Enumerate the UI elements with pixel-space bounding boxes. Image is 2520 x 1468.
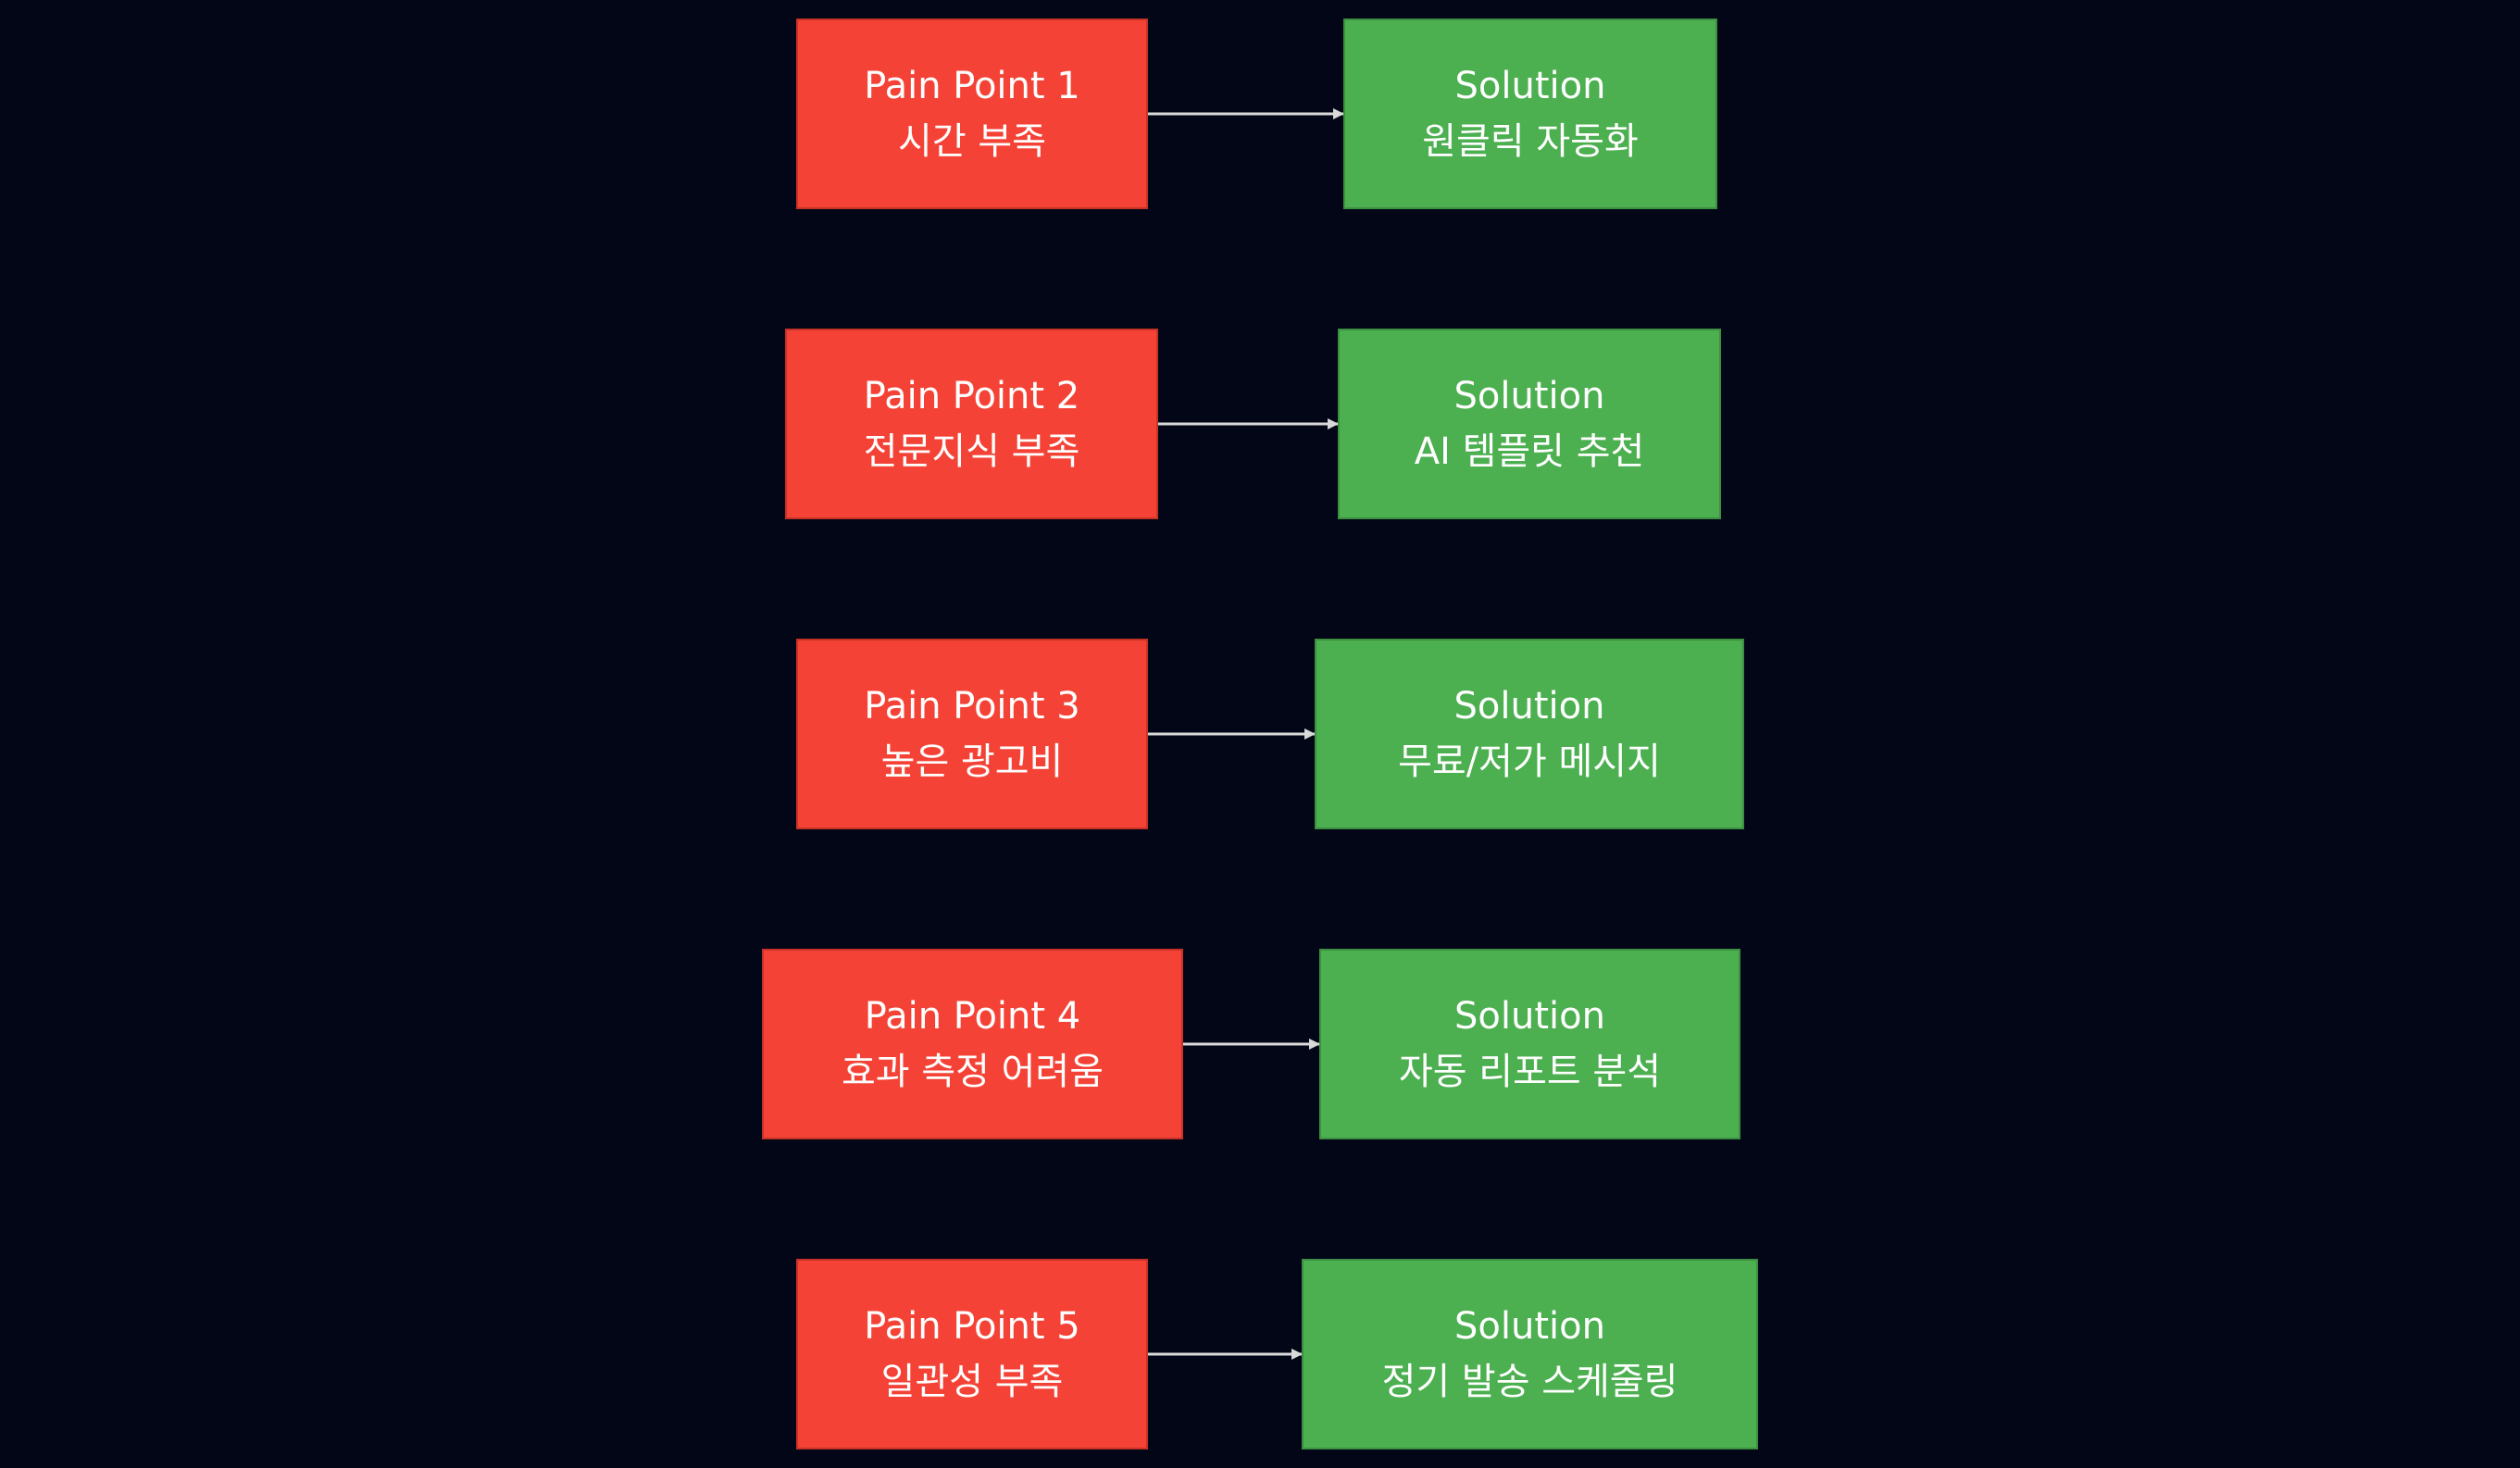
solution-node-4: Solution 자동 리포트 분석 (1319, 949, 1740, 1139)
pain-point-node-1: Pain Point 1 시간 부족 (796, 19, 1148, 209)
pain-point-node-4: Pain Point 4 효과 측정 어려움 (762, 949, 1183, 1139)
pain-point-text: 전문지식 부족 (863, 430, 1080, 473)
pain-point-node-3: Pain Point 3 높은 광고비 (796, 639, 1148, 829)
pain-point-text: 높은 광고비 (880, 740, 1064, 783)
solution-node-1: Solution 원클릭 자동화 (1343, 19, 1717, 209)
solution-node-3: Solution 무료/저가 메시지 (1315, 639, 1744, 829)
pain-point-title: Pain Point 1 (864, 65, 1080, 107)
solution-text: 원클릭 자동화 (1422, 120, 1639, 163)
pain-point-title: Pain Point 4 (864, 995, 1081, 1038)
solution-text: 자동 리포트 분석 (1398, 1051, 1662, 1093)
pain-point-text: 일관성 부족 (880, 1361, 1064, 1403)
pain-point-node-5: Pain Point 5 일관성 부족 (796, 1259, 1148, 1449)
pain-point-text: 효과 측정 어려움 (841, 1051, 1104, 1093)
edge-group (1148, 108, 1344, 1360)
solution-title: Solution (1453, 375, 1605, 417)
pain-point-text: 시간 부족 (898, 120, 1046, 163)
solution-title: Solution (1454, 1305, 1605, 1348)
pain-point-title: Pain Point 2 (863, 375, 1080, 417)
pain-point-title: Pain Point 5 (864, 1305, 1080, 1348)
solution-text: 무료/저가 메시지 (1398, 740, 1661, 783)
solution-text: AI 템플릿 추천 (1414, 430, 1645, 473)
solution-text: 정기 발송 스케줄링 (1381, 1361, 1678, 1403)
solution-node-5: Solution 정기 발송 스케줄링 (1302, 1259, 1758, 1449)
solution-title: Solution (1453, 685, 1605, 728)
pain-point-title: Pain Point 3 (864, 685, 1080, 728)
solution-node-2: Solution AI 템플릿 추천 (1338, 329, 1721, 519)
solution-title: Solution (1454, 995, 1605, 1038)
pain-point-node-2: Pain Point 2 전문지식 부족 (785, 329, 1158, 519)
solution-title: Solution (1454, 65, 1606, 107)
